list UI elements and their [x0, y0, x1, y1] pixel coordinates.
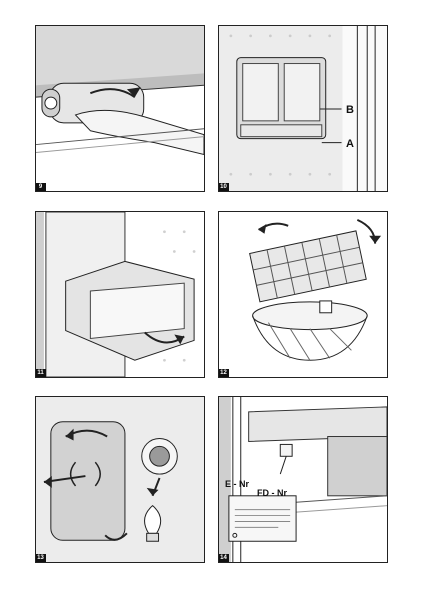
light-bulb-illustration: [36, 397, 204, 562]
rating-plate-illustration: [219, 397, 387, 562]
label-e-nr: E - Nr: [225, 479, 250, 489]
panel-number: 10: [219, 183, 229, 191]
panel-rating-plate: E - Nr FD - Nr 14: [218, 396, 388, 563]
label-b: B: [346, 104, 354, 116]
panel-number: 11: [36, 369, 46, 377]
tray-illustration: [36, 212, 204, 377]
filter-illustration: [36, 26, 204, 191]
panel-filter-cartridge: 9: [35, 25, 205, 192]
panel-number: 12: [219, 369, 229, 377]
label-fd-nr: FD - Nr: [257, 488, 287, 498]
panel-number: 9: [36, 183, 46, 191]
control-panel-illustration: [219, 26, 387, 191]
panel-number: 14: [219, 554, 229, 562]
panel-control-panel: B A 10: [218, 25, 388, 192]
panel-ice-cube-tray: 12: [218, 211, 388, 378]
label-a: A: [346, 138, 354, 150]
panel-tray-removal: 11: [35, 211, 205, 378]
panel-number: 13: [36, 554, 46, 562]
panel-light-bulb: 13: [35, 396, 205, 563]
ice-tray-illustration: [219, 212, 387, 377]
